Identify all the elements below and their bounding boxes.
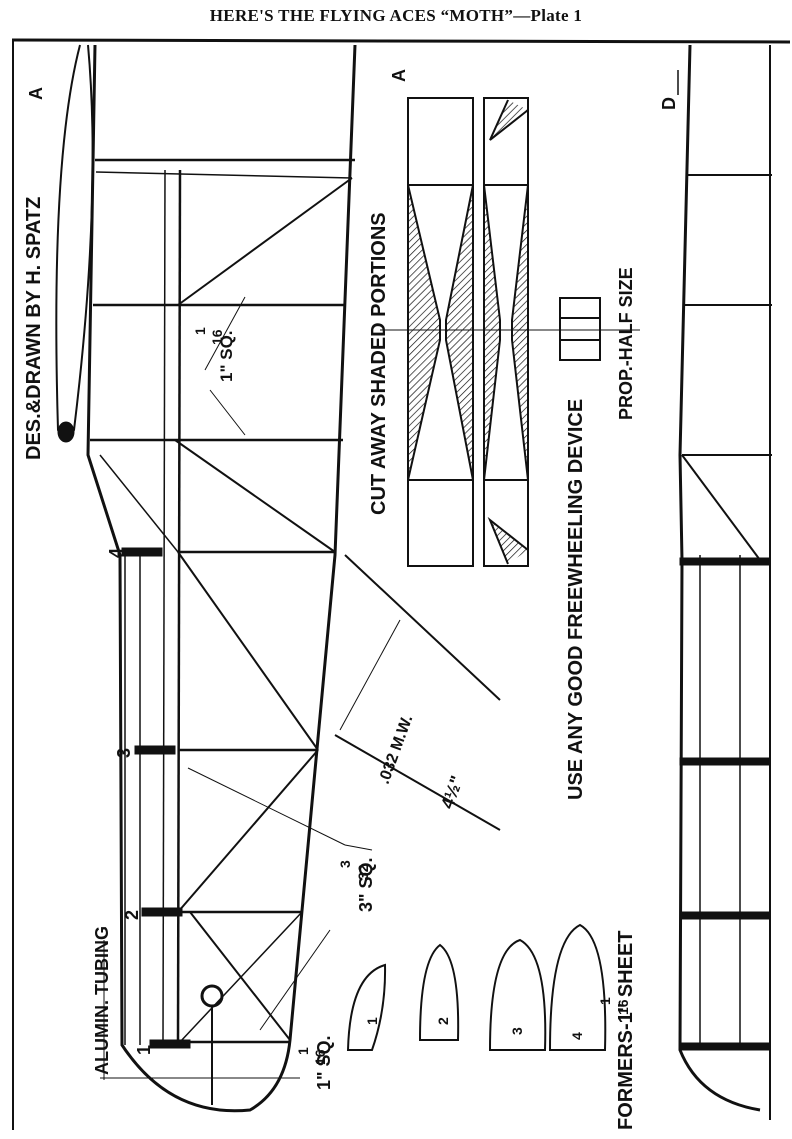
longeron-frac-num: 3 [337,860,353,868]
strut-frac-num: 1 [192,327,208,335]
longeron-size-label: 3" SQ. [356,857,376,912]
former-number: 3 [509,1027,525,1035]
fuselage-outline [86,44,357,1113]
longeron-frac-den: 32 [355,864,371,880]
small-square-label: 1" SQ. [314,1035,334,1090]
cut-away-label: CUT AWAY SHADED PORTIONS [368,212,390,515]
small-frac-den: 16 [312,1049,328,1065]
small-frac-num: 1 [295,1047,311,1055]
frame-top-line [11,38,791,44]
station-number: 3 [114,748,134,758]
designer-label: DES.&DRAWN BY H. SPATZ [23,197,45,460]
former-number: 2 [435,1017,451,1025]
strut-frac-den: 16 [209,329,225,345]
station-number: 4 [106,548,126,558]
prop-size-label: PROP.-HALF SIZE [616,267,636,420]
strut-size-label: 1" SQ. [217,330,236,382]
plate-title: HERE'S THE FLYING ACES “MOTH”—Plate 1 [209,6,583,25]
tail-fin [55,44,94,439]
fuselage-top-view [677,44,772,1120]
former-number: 4 [569,1032,585,1040]
former-2 [418,943,460,1041]
station-number: 2 [122,910,142,920]
former-3 [488,938,547,1051]
former-4 [548,923,607,1051]
propeller-top-view [407,97,474,567]
propeller-side-view [483,97,529,567]
section-d-label: D [659,97,679,110]
tubing-label: ALUMIN. TUBING [92,926,112,1075]
formers-label: FORMERS-1" SHEET [615,930,637,1130]
formers-group [346,923,607,1051]
fuselage-side-view [55,44,501,1113]
propeller-hub [559,297,601,361]
former-1 [346,963,387,1051]
section-a-right-label: A [389,69,409,82]
lower-longeron [176,169,182,1041]
station-number: 1 [134,1045,154,1055]
section-a-label: A [26,87,46,100]
former-number: 1 [364,1017,380,1025]
formers-frac-den: 16 [615,999,631,1015]
wire-label: .032 M.W. [376,713,417,787]
formers-frac-num: 1 [597,997,613,1005]
freewheel-label: USE ANY GOOD FREEWHEELING DEVICE [565,399,587,800]
wire-length-label: 4½" [437,773,467,811]
